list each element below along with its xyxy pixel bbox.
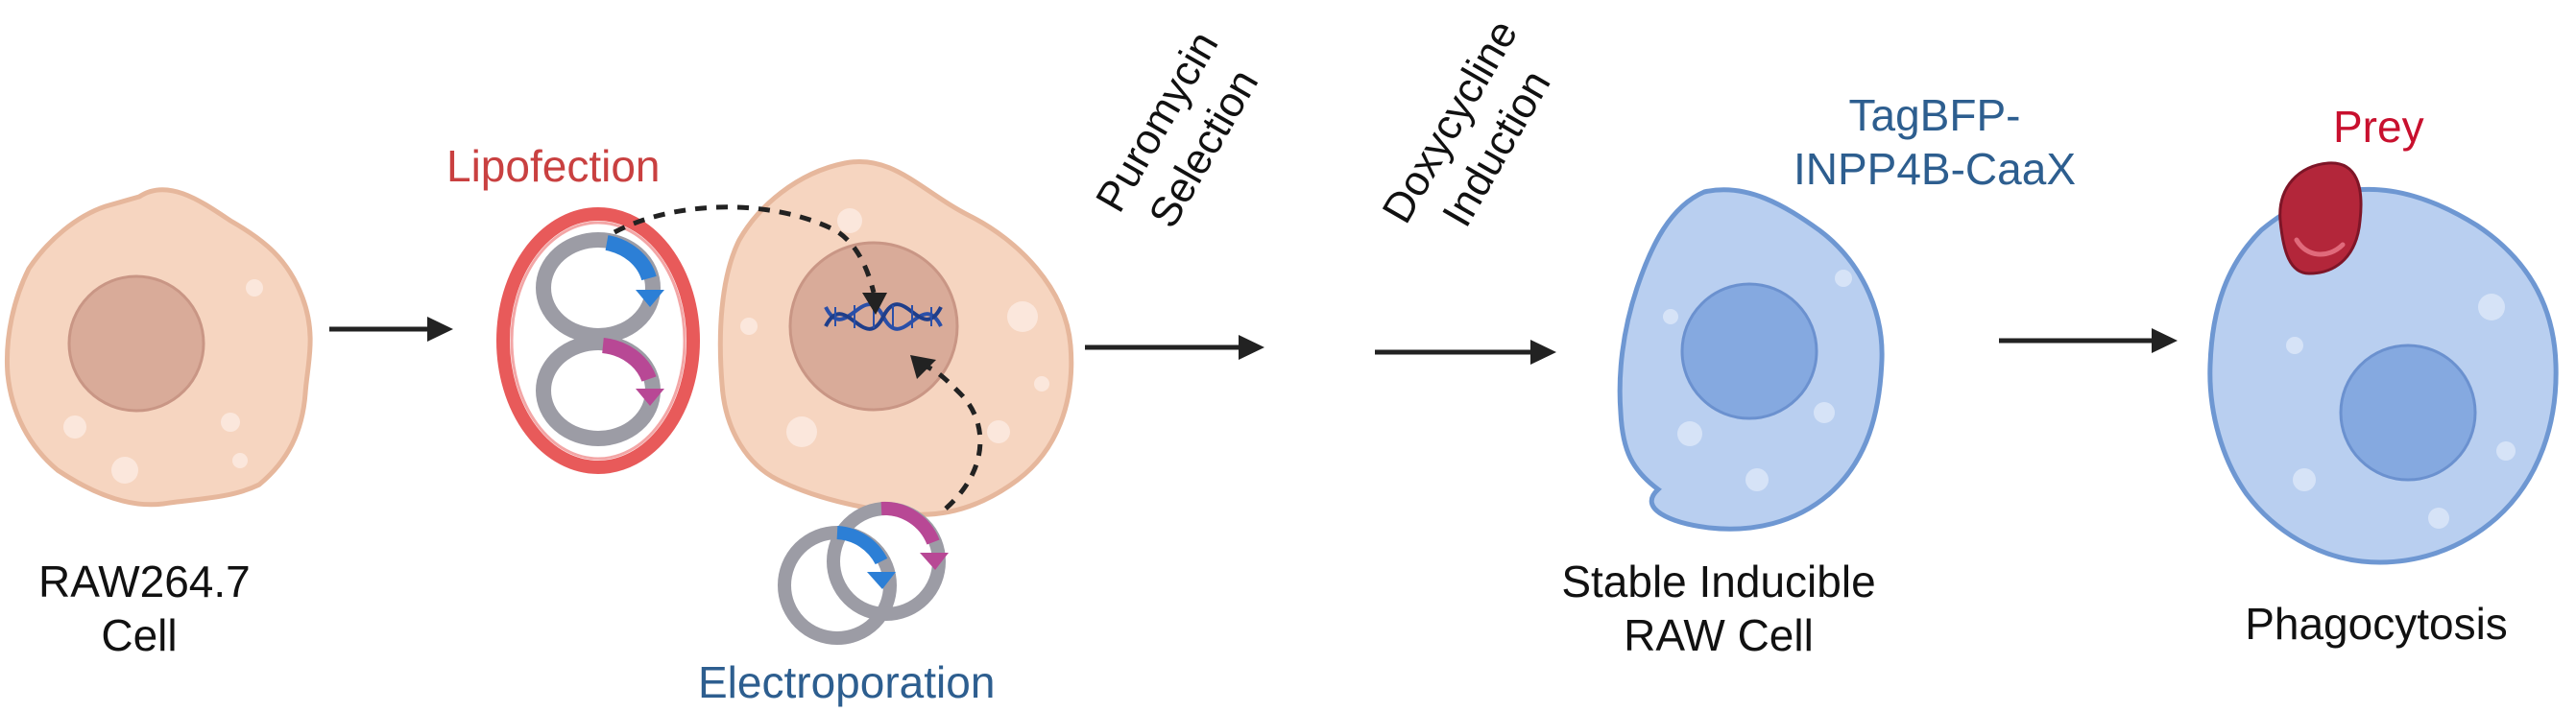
raw-cell-label: RAW264.7 Cell	[38, 555, 251, 662]
stable-line1: Stable Inducible	[1561, 557, 1876, 606]
prey-particle-icon	[2278, 161, 2363, 275]
phagocytosis-label: Phagocytosis	[2245, 599, 2508, 649]
construct-line2: INPP4B-CaaX	[1793, 144, 2076, 194]
prey-label: Prey	[2333, 102, 2424, 152]
process-arrow-icon	[1999, 328, 2178, 353]
stable-cell-label: Stable Inducible RAW Cell	[1498, 555, 1939, 662]
construct-label: TagBFP- INPP4B-CaaX	[1752, 88, 2117, 196]
stable-line2: RAW Cell	[1624, 610, 1814, 660]
transfected-cell-icon	[717, 159, 1074, 517]
process-arrow-icon	[1375, 340, 1556, 365]
electroporation-label: Electroporation	[698, 657, 996, 707]
raw-cell-label-line2: Cell	[101, 610, 178, 660]
raw-cell-label-line1: RAW264.7	[38, 557, 251, 606]
delivery-path-icon	[613, 204, 983, 510]
raw-cell-icon	[4, 187, 313, 508]
lipid-vesicle-icon	[496, 207, 700, 474]
process-arrow-icon	[1085, 335, 1264, 360]
construct-line1: TagBFP-	[1848, 90, 2021, 140]
process-arrow-icon	[329, 317, 453, 342]
lipofection-label: Lipofection	[446, 141, 661, 191]
phagocytic-cell-icon	[2207, 186, 2559, 565]
fluorescent-raw-cell-icon	[1617, 187, 1885, 532]
plasmid-icon	[778, 501, 949, 645]
